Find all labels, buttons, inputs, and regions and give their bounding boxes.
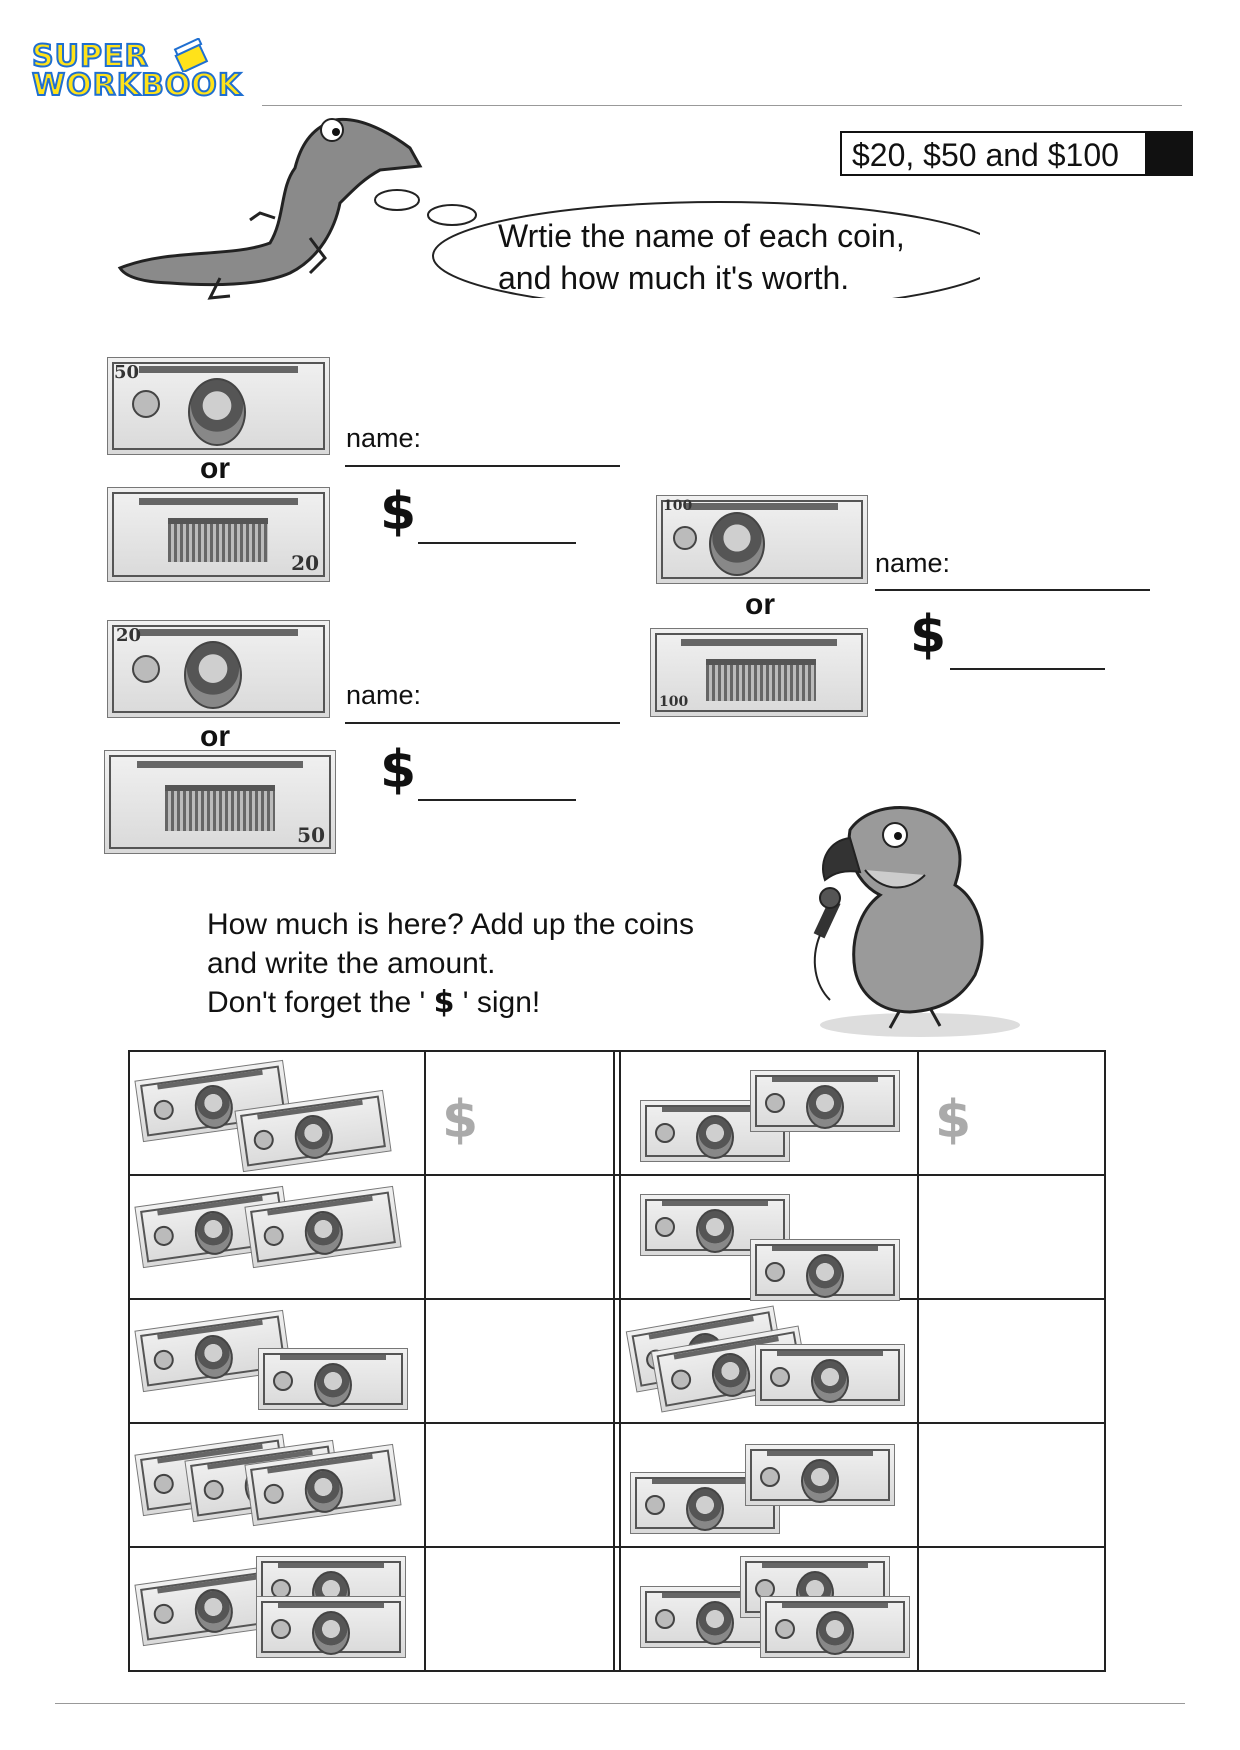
dollar-sign-3: $ <box>910 605 947 665</box>
dollar-sign-2: $ <box>380 740 417 800</box>
parrot-with-microphone-illustration <box>813 806 1020 1037</box>
name-answer-line-2[interactable] <box>345 722 620 724</box>
hundred-bill-picture <box>750 1239 900 1301</box>
alligator-illustration <box>117 117 423 300</box>
hundred-bill-picture <box>745 1444 895 1506</box>
hundred-bill-picture <box>256 1596 406 1658</box>
twenty-bill-picture <box>258 1348 408 1410</box>
answer-cell-row5-right[interactable] <box>919 1548 1104 1670</box>
answer-cell-row3-left[interactable] <box>426 1300 613 1422</box>
twenty-dollar-bill-front: 20 <box>107 620 330 718</box>
answer-cell-row4-left[interactable] <box>426 1424 613 1546</box>
bubble-line-2: and how much it's worth. <box>498 260 850 296</box>
name-label-2: name: <box>346 680 422 710</box>
name-label-1: name: <box>346 423 422 453</box>
footer-divider <box>55 1703 1185 1704</box>
answer-cell-row4-right[interactable] <box>919 1424 1104 1546</box>
clapper-icon <box>173 38 209 72</box>
amount-answer-line-2[interactable] <box>418 799 576 801</box>
name-label-3: name: <box>875 548 951 578</box>
answer-cell-row2-right[interactable] <box>919 1176 1104 1298</box>
speech-bubble <box>374 189 980 298</box>
super-workbook-logo: SUPER WORKBOOK <box>30 38 245 108</box>
title-black-tab <box>1145 131 1193 176</box>
twenty-bill-picture <box>750 1070 900 1132</box>
or-label-3: or <box>745 588 775 621</box>
hundred-dollar-bill-front: 100 <box>656 495 868 584</box>
fifty-dollar-bill-back: 50 <box>104 750 336 854</box>
amount-dollar-hint-left: $ <box>442 1090 479 1150</box>
or-label-2: or <box>200 720 230 753</box>
answer-cell-row5-left[interactable] <box>426 1548 613 1670</box>
instruction-line-3: Don't forget the ' $ ' sign! <box>207 985 541 1020</box>
name-answer-line-1[interactable] <box>345 465 620 467</box>
answer-cell-row1-right[interactable] <box>919 1052 1104 1174</box>
answer-cell-row1-left[interactable] <box>426 1052 613 1174</box>
or-label-1: or <box>200 452 230 485</box>
name-answer-line-3[interactable] <box>875 589 1150 591</box>
amount-answer-line-1[interactable] <box>418 542 576 544</box>
bubble-line-1: Wrtie the name of each coin, <box>498 218 905 254</box>
dollar-sign-1: $ <box>380 482 417 542</box>
answer-cell-row3-right[interactable] <box>919 1300 1104 1422</box>
amount-dollar-hint-right: $ <box>935 1090 972 1150</box>
dollar-sign-glyph: $ <box>433 985 455 1020</box>
logo-line-1: SUPER <box>31 39 149 74</box>
topic-title: $20, $50 and $100 <box>852 137 1119 173</box>
amount-answer-line-3[interactable] <box>950 668 1105 670</box>
answer-cell-row2-left[interactable] <box>426 1176 613 1298</box>
instruction-line-2: and write the amount. <box>207 947 496 980</box>
header-divider <box>262 105 1182 106</box>
bubble-instruction: Wrtie the name of each coin, and how muc… <box>498 215 905 299</box>
fifty-dollar-bill-front: 50 <box>107 357 330 455</box>
hundred-dollar-bill-back: 100 <box>650 628 868 717</box>
twenty-bill-picture <box>760 1596 910 1658</box>
twenty-bill-picture <box>755 1344 905 1406</box>
instruction-line-1: How much is here? Add up the coins <box>207 908 694 941</box>
twenty-dollar-bill-back: 20 <box>107 487 330 582</box>
logo-line-2: WORKBOOK <box>31 68 243 103</box>
topic-title-box: $20, $50 and $100 <box>840 131 1193 176</box>
money-counting-grid: $ $ <box>128 1050 1106 1672</box>
grid-instructions: How much is here? Add up the coins and w… <box>207 905 694 1022</box>
